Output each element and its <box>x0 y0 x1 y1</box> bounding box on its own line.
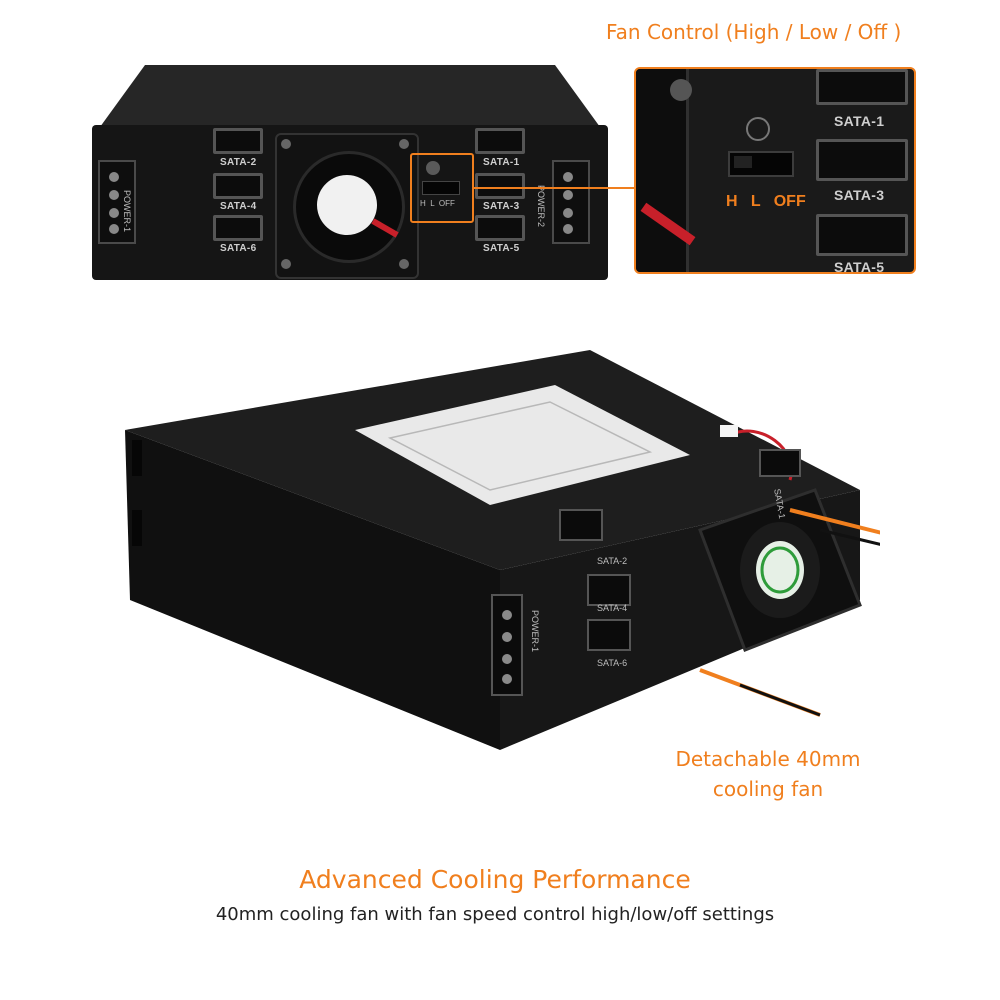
power-2-label: POWER-2 <box>536 185 546 228</box>
switch-label-off: OFF <box>438 199 455 208</box>
sata-port-4 <box>587 574 631 606</box>
sata-2-label: SATA-2 <box>597 556 628 566</box>
sata-port-2 <box>213 128 263 154</box>
switch-label-l: L <box>750 193 761 210</box>
power-connector-right <box>552 160 590 244</box>
sata-port-5 <box>816 214 908 256</box>
switch-label-h: H <box>726 193 738 210</box>
sata-4-label: SATA-4 <box>220 201 257 212</box>
sata-4-label: SATA-4 <box>597 603 628 613</box>
front-view-photo: POWER-1 SATA-2 SATA-4 SATA-6 H L OFF SAT… <box>80 65 620 280</box>
fan-control-zoom-panel: H L OFF SATA-1 SATA-3 SATA-5 <box>634 67 916 274</box>
switch-label-h: H <box>420 199 426 208</box>
sata-2-label: SATA-2 <box>220 157 257 168</box>
power-1-label: POWER-1 <box>530 610 540 653</box>
sata-1-label: SATA-1 <box>834 113 885 129</box>
screw <box>739 683 821 717</box>
fan-control-callout: Fan Control (High / Low / Off ) <box>606 20 902 44</box>
power-1-label: POWER-1 <box>122 190 132 233</box>
detachable-fan-line1: Detachable 40mm <box>675 747 861 771</box>
sata-5-label: SATA-5 <box>483 243 520 254</box>
cooling-fan <box>275 133 419 279</box>
fan-symbol-icon <box>746 117 770 141</box>
fan-symbol-icon <box>426 161 440 175</box>
headline: Advanced Cooling Performance <box>299 865 691 894</box>
subheadline: 40mm cooling fan with fan speed control … <box>215 904 775 925</box>
sata-port-2 <box>559 509 603 541</box>
sata-3-label: SATA-3 <box>483 201 520 212</box>
sata-port-1 <box>759 449 801 477</box>
callout-connector-line <box>472 187 636 189</box>
fan-switch <box>422 181 460 195</box>
detachable-fan-callout: Detachable 40mm cooling fan <box>668 744 868 804</box>
label-sticker <box>355 385 690 505</box>
detachable-fan-line2: cooling fan <box>712 777 824 801</box>
sata-6-label: SATA-6 <box>220 243 257 254</box>
sata-port-1 <box>816 69 908 105</box>
sata-6-label: SATA-6 <box>597 658 628 668</box>
sata-port-3 <box>475 173 525 199</box>
sata-5-label: SATA-5 <box>834 259 885 274</box>
screw-guide-line <box>789 508 880 535</box>
fan-switch-highlight: H L OFF <box>410 153 474 223</box>
sata-port-1 <box>475 128 525 154</box>
switch-label-off: OFF <box>773 193 806 210</box>
sata-3-label: SATA-3 <box>834 187 885 203</box>
sata-port-6 <box>587 619 631 651</box>
chassis-side <box>125 430 500 750</box>
sata-port-3 <box>816 139 908 181</box>
sata-port-6 <box>213 215 263 241</box>
screw <box>819 528 880 546</box>
switch-label-l: L <box>430 199 435 208</box>
sata-port-4 <box>213 173 263 199</box>
angled-view-photo <box>125 350 880 750</box>
power-connector-left <box>98 160 136 244</box>
sata-1-label: SATA-1 <box>483 157 520 168</box>
fan-switch <box>728 151 794 177</box>
sata-port-5 <box>475 215 525 241</box>
